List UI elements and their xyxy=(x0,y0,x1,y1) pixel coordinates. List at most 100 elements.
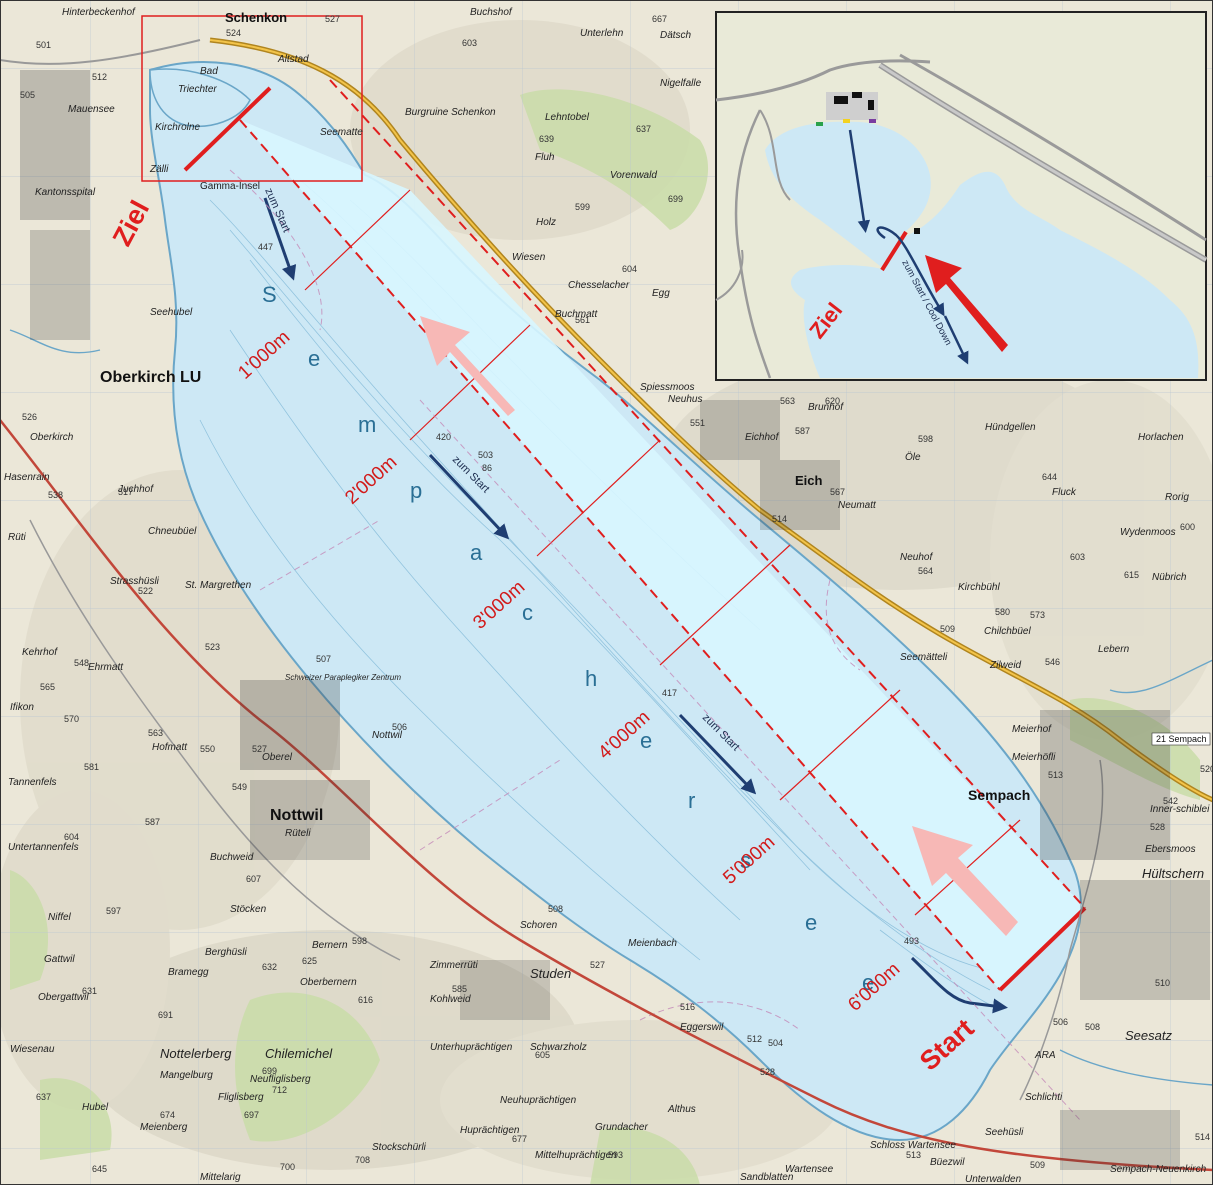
place: Buchweid xyxy=(210,852,254,863)
svg-text:632: 632 xyxy=(262,962,277,972)
svg-text:700: 700 xyxy=(280,1162,295,1172)
svg-text:527: 527 xyxy=(590,960,605,970)
marker-2000 xyxy=(409,324,531,441)
place: Zilweid xyxy=(989,660,1022,671)
svg-text:604: 604 xyxy=(622,264,637,274)
svg-text:S: S xyxy=(262,282,279,307)
svg-text:546: 546 xyxy=(1045,657,1060,667)
svg-text:m: m xyxy=(358,412,378,437)
svg-text:551: 551 xyxy=(690,418,705,428)
town-oberkirch: Oberkirch LU xyxy=(100,369,201,386)
svg-text:604: 604 xyxy=(64,832,79,842)
town-sempach: Sempach xyxy=(968,787,1030,803)
place: Inner-schiblei xyxy=(1150,804,1210,815)
place: Rüteli xyxy=(285,828,311,839)
svg-text:573: 573 xyxy=(1030,610,1045,620)
place: Neuhuprächtigen xyxy=(500,1095,577,1106)
place: Ebersmoos xyxy=(1145,844,1196,855)
place: Dätsch xyxy=(660,30,692,41)
svg-text:512: 512 xyxy=(92,72,107,82)
place: Neuhof xyxy=(900,552,933,563)
place: Neufliglisberg xyxy=(250,1074,311,1085)
finish-area-highlight xyxy=(141,15,363,182)
place: Berghüsli xyxy=(205,947,247,958)
place: Rorig xyxy=(1165,492,1189,503)
svg-text:565: 565 xyxy=(40,682,55,692)
lake-depth: 493 xyxy=(904,936,919,946)
place: Chilchbüel xyxy=(984,626,1031,637)
svg-text:549: 549 xyxy=(232,782,247,792)
svg-text:585: 585 xyxy=(452,984,467,994)
return-arrow-3 xyxy=(678,713,757,795)
inset-arrow-1 xyxy=(848,129,871,233)
place: Bramegg xyxy=(168,967,209,978)
place: Vorenwald xyxy=(610,170,657,181)
svg-text:513: 513 xyxy=(906,1150,921,1160)
place: Fliglisberg xyxy=(218,1092,264,1103)
place: Kehrhof xyxy=(22,647,58,658)
svg-text:542: 542 xyxy=(1163,796,1178,806)
svg-text:587: 587 xyxy=(795,426,810,436)
svg-text:522: 522 xyxy=(138,586,153,596)
pink-arrow-north xyxy=(420,316,515,416)
svg-text:510: 510 xyxy=(1155,978,1170,988)
svg-text:697: 697 xyxy=(244,1110,259,1120)
lake-labels: 447 420 417 493 503 86 Triechter Gamma-I… xyxy=(178,84,919,995)
svg-text:528: 528 xyxy=(760,1067,775,1077)
inset-map: Ziel zum Start / Cool Down xyxy=(715,11,1208,381)
height-labels: 524 527 512 501 505 603 667 637 639 699 … xyxy=(20,14,1213,1174)
svg-text:507: 507 xyxy=(316,654,331,664)
road-sign: 21 Sempach xyxy=(1151,732,1211,746)
svg-text:637: 637 xyxy=(636,124,651,134)
svg-text:516: 516 xyxy=(680,1002,695,1012)
settlements xyxy=(20,70,1210,1170)
svg-text:505: 505 xyxy=(20,90,35,100)
svg-text:s: s xyxy=(740,848,753,873)
svg-text:645: 645 xyxy=(92,1164,107,1174)
place: Zälli xyxy=(149,164,169,175)
marker-6000 xyxy=(914,819,1021,916)
place: Kirchbühl xyxy=(958,582,1000,593)
finish-line xyxy=(183,86,272,172)
svg-text:e: e xyxy=(805,910,819,935)
svg-text:587: 587 xyxy=(145,817,160,827)
return-arrow-2 xyxy=(428,453,510,540)
svg-text:639: 639 xyxy=(539,134,554,144)
place: Oberbernern xyxy=(300,977,357,988)
svg-text:615: 615 xyxy=(1124,570,1139,580)
place: Mauensee xyxy=(68,104,115,115)
town-schenkon: Schenkon xyxy=(225,10,287,25)
svg-text:564: 564 xyxy=(918,566,933,576)
place: Unterhuprächtigen xyxy=(430,1042,513,1053)
svg-text:514: 514 xyxy=(1195,1132,1210,1142)
place: Chesselacher xyxy=(568,280,630,291)
place: Hubel xyxy=(82,1102,109,1113)
lake-small: Triechter xyxy=(178,84,217,95)
svg-text:600: 600 xyxy=(1180,522,1195,532)
svg-text:580: 580 xyxy=(995,607,1010,617)
svg-text:616: 616 xyxy=(358,995,373,1005)
svg-text:523: 523 xyxy=(205,642,220,652)
place: Althus xyxy=(667,1104,696,1115)
svg-text:a: a xyxy=(470,540,484,565)
place: Holz xyxy=(536,217,556,228)
inset-arrow-2 xyxy=(943,315,969,365)
svg-text:699: 699 xyxy=(262,1066,277,1076)
svg-text:509: 509 xyxy=(1030,1160,1045,1170)
place: Hofmatt xyxy=(152,742,188,753)
return-arrow-1 xyxy=(263,197,297,281)
inset-red-arrow xyxy=(925,255,1008,352)
place: Schwarzholz xyxy=(530,1042,587,1053)
svg-text:538: 538 xyxy=(48,490,63,500)
place: Altstad xyxy=(277,54,309,65)
svg-text:508: 508 xyxy=(1085,1022,1100,1032)
place: Mangelburg xyxy=(160,1070,213,1081)
svg-text:506: 506 xyxy=(392,722,407,732)
place: Chilemichel xyxy=(265,1046,333,1061)
road-3 xyxy=(1019,759,1104,1101)
rivers xyxy=(9,329,1213,1086)
place: Zimmerrüti xyxy=(429,960,479,971)
marker-1000 xyxy=(304,189,411,291)
place: Sempach-Neuenkirch xyxy=(1110,1164,1207,1175)
